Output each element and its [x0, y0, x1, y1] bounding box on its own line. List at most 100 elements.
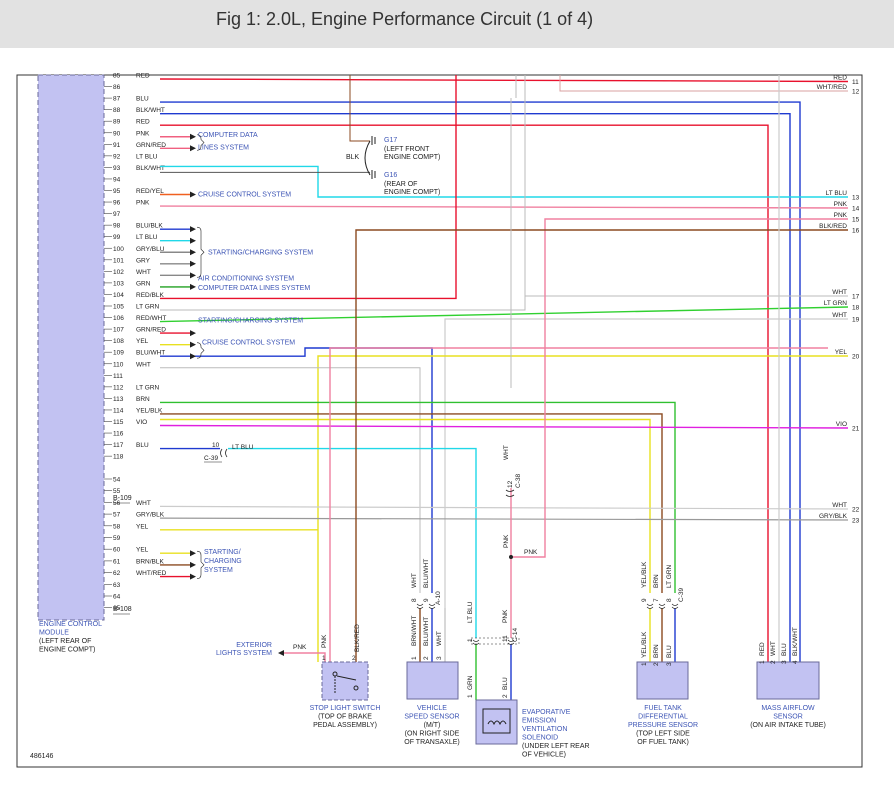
pin-number: 64 — [113, 594, 121, 601]
right-terminal-number: 23 — [852, 518, 860, 525]
wire-exterior-pnk — [280, 652, 326, 662]
vss-p1: 1 — [411, 656, 418, 660]
c38-id: C-38 — [515, 474, 522, 488]
pin-number: 87 — [113, 96, 121, 103]
pin-wire-label: RED — [136, 119, 150, 126]
pin-wire-label: GRN/RED — [136, 327, 166, 334]
ref-cruise-control-2: CRUISE CONTROL SYSTEM — [202, 340, 295, 347]
pin-wire-label: BLU — [136, 96, 149, 103]
wire-stop-pnk — [329, 347, 828, 662]
ground-g16-desc-1: (REAR OF — [384, 181, 417, 188]
evap-p1b: 1 — [467, 694, 474, 698]
ft-p7: 7 — [653, 598, 660, 602]
pin-wire-label: GRN — [136, 280, 151, 287]
ref-computer-data-2: LINES SYSTEM — [198, 144, 249, 151]
vss-b2: BLU/WHT — [423, 617, 430, 646]
maf-blkwht: BLK/WHT — [792, 627, 799, 656]
connector-b108: B-108 — [113, 606, 132, 613]
pin-wire-label: BLU/BLK — [136, 223, 163, 230]
pin-wire-label: PNK — [136, 130, 150, 137]
ft-w7: BRN — [653, 574, 660, 588]
pin-number: 99 — [113, 234, 121, 241]
right-terminal-wire: WHT — [832, 502, 847, 509]
wire-vss-bluwht — [190, 347, 433, 593]
ref-starting-charging-3: SYSTEM — [204, 567, 233, 574]
ft-b1: YEL/BLK — [641, 631, 648, 658]
pin-number: 61 — [113, 558, 121, 565]
component-label-vss: (M/T) — [424, 722, 441, 729]
maf-wht: WHT — [770, 641, 777, 656]
pin-number: 100 — [113, 246, 124, 253]
component-label-fuel_tank: FUEL TANK — [644, 705, 682, 712]
component-label-stop_light_switch: (TOP OF BRAKE — [318, 714, 372, 721]
right-terminal-number: 12 — [852, 89, 860, 96]
evap-p11: 11 — [502, 635, 509, 642]
wire-96-pnk — [159, 205, 849, 209]
stop-blkred: BLK/RED — [354, 624, 361, 652]
wire-104-redblk — [160, 75, 457, 300]
pin-wire-label: YEL — [136, 547, 149, 554]
ref-starting-charging-3: CHARGING — [204, 558, 242, 565]
right-terminal-wire: GRY/BLK — [819, 513, 848, 520]
ft-b2: BRN — [653, 644, 660, 658]
pin-number: 94 — [113, 176, 121, 183]
evap-ltblu: LT BLU — [467, 601, 474, 623]
component-label-evap: (UNDER LEFT REAR — [522, 743, 590, 750]
pin-number: 89 — [113, 119, 121, 126]
figure-title: Fig 1: 2.0L, Engine Performance Circuit … — [216, 9, 594, 29]
right-terminal-wire: YEL — [835, 349, 848, 356]
ref-cruise-control: CRUISE CONTROL SYSTEM — [198, 192, 291, 199]
pin-number: 96 — [113, 200, 121, 207]
ft-b3: BLU — [666, 645, 673, 658]
pin-wire-label: RED/BLK — [136, 292, 164, 299]
pin-wire-label: LT GRN — [136, 384, 160, 391]
ft-p8: 8 — [666, 598, 673, 602]
ground-g17-desc-1: (LEFT FRONT — [384, 146, 430, 153]
ft-p1: 1 — [641, 662, 648, 666]
pin-wire-label: LT GRN — [136, 304, 160, 311]
pin-number: 65 — [113, 605, 121, 612]
right-terminal-wire: PNK — [834, 201, 848, 208]
pin-number: 111 — [113, 373, 123, 380]
stop-light-switch — [321, 661, 369, 701]
splice-pnk-label: PNK — [524, 549, 538, 556]
component-label-stop_light_switch: PEDAL ASSEMBLY) — [313, 722, 377, 729]
wire-20-yel — [317, 355, 848, 662]
pin-number: 101 — [113, 257, 124, 264]
right-terminal-number: 22 — [852, 507, 860, 514]
pin-number: 115 — [113, 419, 124, 426]
pin-number: 106 — [113, 315, 124, 322]
wire-57-gryblk — [159, 517, 849, 521]
c39-left-id: C-39 — [204, 455, 218, 462]
ground-g16: G16 (REAR OF ENGINE COMPT) — [371, 170, 440, 196]
pin-number: 102 — [113, 269, 124, 276]
pin-number: 114 — [113, 407, 124, 414]
pin-number: 60 — [113, 547, 121, 554]
ref-exterior-lights: EXTERIOR — [236, 642, 272, 649]
component-label-evap: VENTILATION — [522, 726, 567, 733]
right-terminal-number: 13 — [852, 195, 860, 202]
wire-110 — [160, 367, 421, 593]
pin-number: 85 — [113, 73, 121, 80]
wire-87-blu — [160, 101, 801, 662]
pin-wire-label: YEL — [136, 523, 149, 530]
evap-box — [475, 699, 518, 745]
wire-112-yel — [160, 418, 651, 593]
pin-number: 62 — [113, 570, 121, 577]
wire-16-blkred — [355, 229, 848, 662]
ref-starting-charging-3: STARTING/ — [204, 549, 241, 556]
wire-106 — [159, 306, 849, 323]
ref-air-conditioning: AIR CONDITIONING SYSTEM — [198, 275, 294, 282]
pin-wire-label: GRY/BLK — [136, 512, 165, 519]
pin-wire-label: WHT — [136, 361, 151, 368]
maf-box — [756, 661, 820, 700]
component-label-vss: (ON RIGHT SIDE — [405, 731, 460, 738]
c38-pin: 12 — [507, 480, 514, 488]
vss-connector: A-10 — [435, 591, 442, 605]
pin-wire-label: YEL/BLK — [136, 407, 163, 414]
right-terminal-wire: WHT — [832, 289, 847, 296]
figure-number: 486146 — [30, 753, 53, 760]
maf-red: RED — [759, 642, 766, 656]
